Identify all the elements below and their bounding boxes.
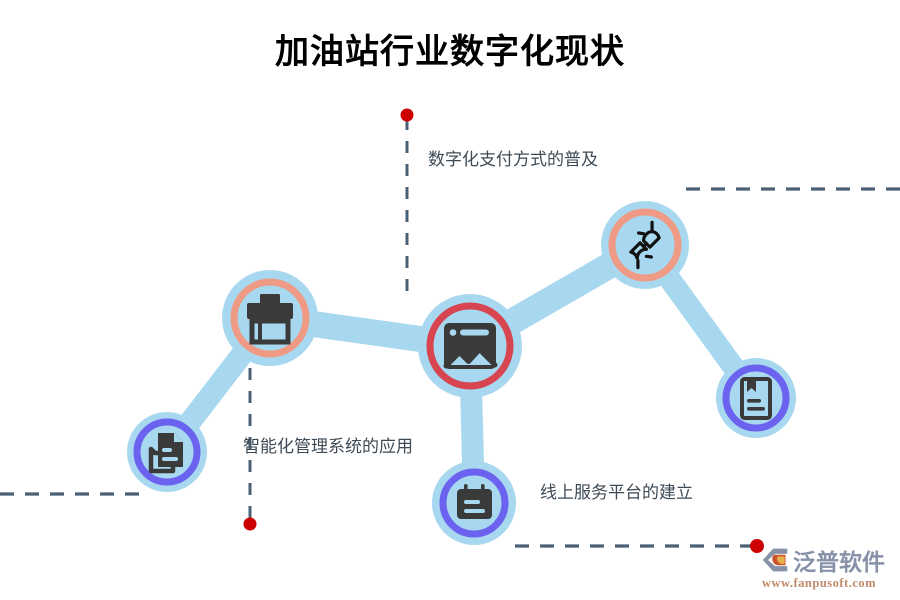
- node-store[interactable]: [222, 270, 318, 366]
- node-document[interactable]: [127, 412, 207, 492]
- callout-lines-group: [0, 108, 900, 553]
- node-calendar[interactable]: [432, 461, 516, 545]
- node-media[interactable]: [418, 294, 522, 398]
- callout-bottom-right-dot: [750, 539, 764, 553]
- node-label-smart-management: 智能化管理系统的应用: [243, 437, 413, 457]
- node-label-digital-payment: 数字化支付方式的普及: [428, 150, 598, 170]
- fanpu-logo-icon: [762, 548, 788, 572]
- callout-top-center-dot: [400, 108, 414, 122]
- page-title: 加油站行业数字化现状: [275, 32, 625, 72]
- bookmark-book-icon: [740, 377, 772, 420]
- node-book-ring: [722, 364, 790, 432]
- documents-copy-icon: [148, 433, 183, 474]
- watermark-url: www.fanpusoft.com: [762, 576, 877, 590]
- node-document-ring: [133, 418, 201, 486]
- watermark-logo: 泛普软件 www.fanpusoft.com: [760, 545, 895, 593]
- store-front-icon: [247, 294, 293, 345]
- node-label-online-service: 线上服务平台的建立: [540, 483, 693, 503]
- node-store-ring: [230, 278, 310, 358]
- node-plug-ring: [608, 208, 682, 282]
- node-media-ring: [426, 302, 514, 390]
- node-book[interactable]: [716, 358, 796, 438]
- watermark-brand: 泛普软件: [793, 550, 885, 576]
- node-calendar-ring: [439, 468, 509, 538]
- image-window-icon: [443, 323, 498, 369]
- node-plug[interactable]: [601, 201, 689, 289]
- plug-connector-icon: [629, 220, 661, 270]
- calendar-icon: [457, 484, 492, 519]
- callout-left-vertical-dot: [243, 517, 257, 531]
